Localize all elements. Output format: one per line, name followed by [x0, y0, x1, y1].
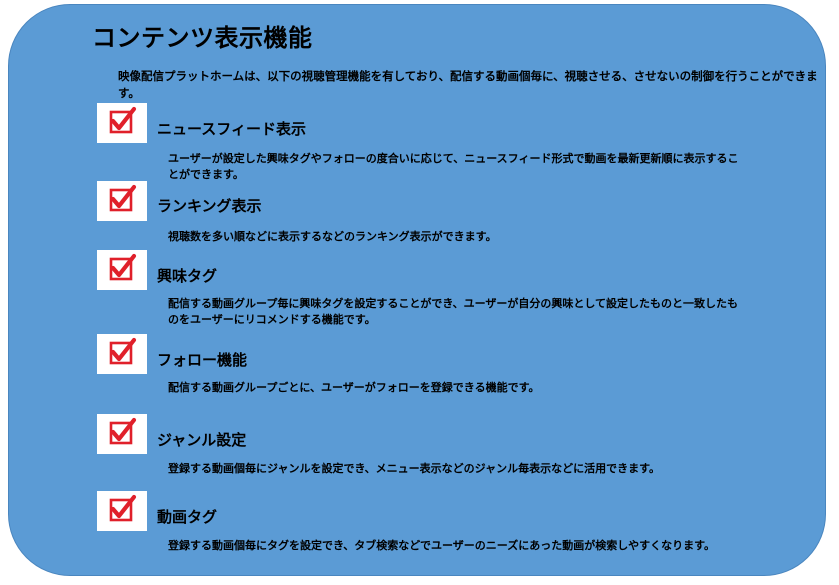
feature-description: 配信する動画グループごとに、ユーザーがフォローを登録できる機能です。	[168, 381, 540, 394]
feature-title: 興味タグ	[157, 267, 218, 285]
page-title: コンテンツ表示機能	[92, 24, 313, 52]
feature-description: 配信する動画グループ毎に興味タグを設定することができ、ユーザーが自分の興味として…	[168, 297, 739, 326]
checked-box-icon	[97, 103, 147, 143]
feature-title: フォロー機能	[157, 351, 248, 369]
checked-box-icon	[97, 250, 147, 290]
feature-description: 視聴数を多い順などに表示するなどのランキング表示ができます。	[168, 230, 497, 243]
checked-box-icon	[97, 414, 147, 454]
checked-box-icon	[97, 181, 147, 221]
feature-title: ニュースフィード表示	[157, 120, 306, 138]
content-panel	[8, 4, 826, 576]
checked-box-icon	[97, 334, 147, 374]
feature-description: 登録する動画個毎にジャンルを設定でき、メニュー表示などのジャンル毎表示などに活用…	[168, 462, 661, 475]
feature-description: 登録する動画個毎にタグを設定でき、タブ検索などでユーザーのニーズにあった動画が検…	[168, 539, 716, 552]
feature-description: ユーザーが設定した興味タグやフォローの度合いに応じて、ニュースフィード形式で動画…	[168, 152, 739, 181]
checked-box-icon	[97, 491, 147, 531]
feature-title: ジャンル設定	[157, 431, 247, 449]
intro-text: 映像配信プラットホームは、以下の視聴管理機能を有しており、配信する動画個毎に、視…	[118, 69, 818, 100]
feature-title: ランキング表示	[157, 197, 262, 215]
feature-title: 動画タグ	[157, 508, 218, 526]
